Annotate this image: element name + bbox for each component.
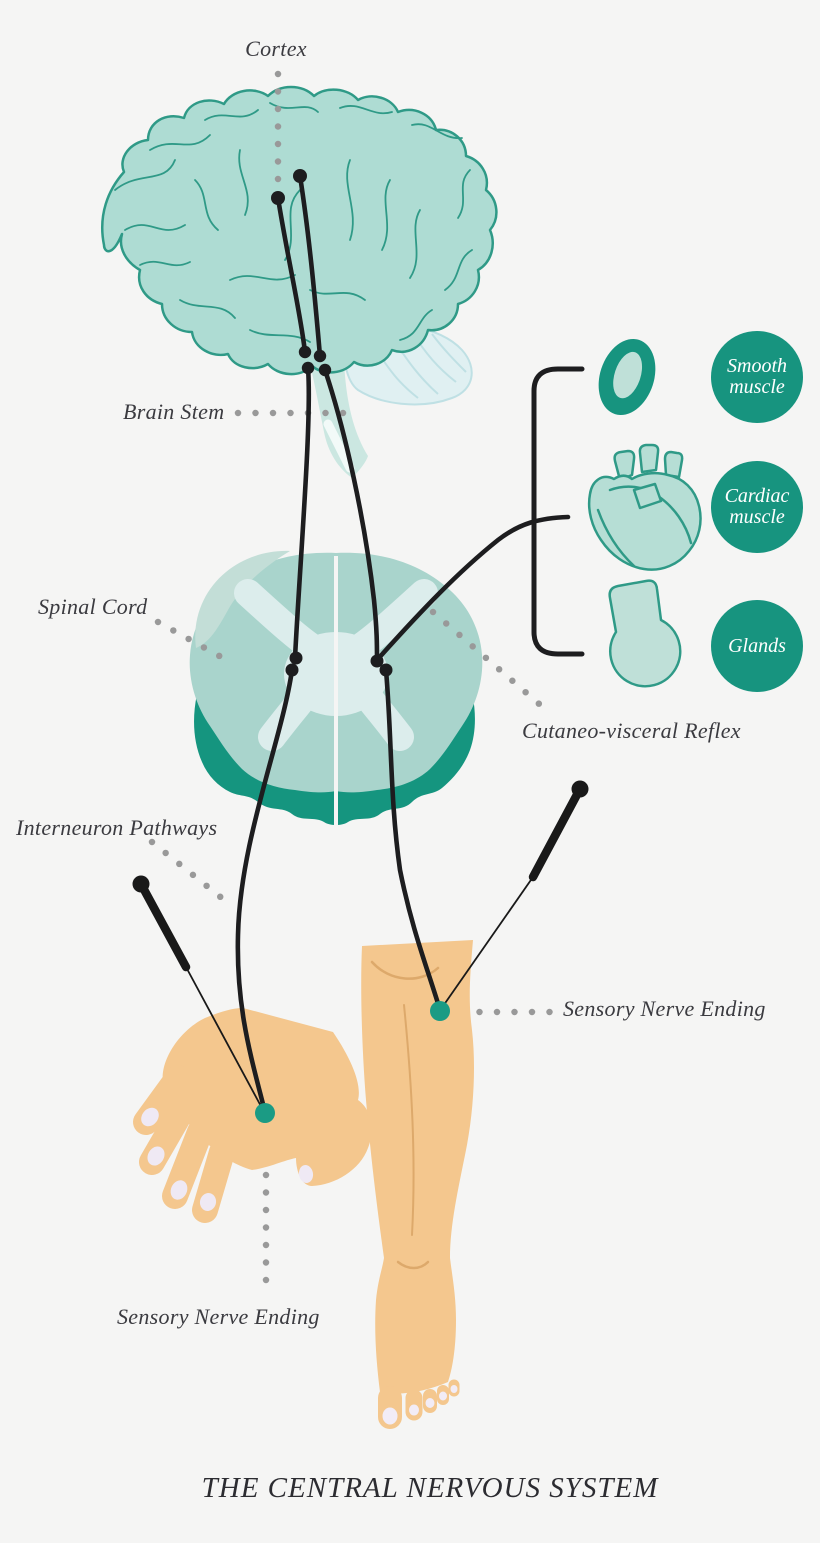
glands-badge: Glands <box>711 600 803 692</box>
nerve-ending-dot-hand <box>255 1103 275 1123</box>
brain-illustration <box>100 85 498 478</box>
interneuron-pathways-label: Interneuron Pathways <box>16 815 218 840</box>
diagram-title: THE CENTRAL NERVOUS SYSTEM <box>201 1472 659 1504</box>
organ-bracket <box>531 366 585 657</box>
cutaneo-visceral-reflex-label: Cutaneo-visceral Reflex <box>522 718 741 743</box>
spinal-cord-label: Spinal Cord <box>38 594 148 619</box>
cardiac-muscle-badge-line1: Cardiac <box>724 485 790 507</box>
acupuncture-needle-icon-left <box>132 875 264 1111</box>
synapse-dots <box>271 169 393 677</box>
smooth-muscle-badge-line2: muscle <box>729 376 785 398</box>
cardiac-muscle-badge-line2: muscle <box>729 506 785 528</box>
cardiac-muscle-icon <box>587 443 702 571</box>
interneuron-leader <box>148 838 227 903</box>
cortex-label: Cortex <box>245 36 307 61</box>
glands-badge-line1: Glands <box>728 634 786 657</box>
toenails <box>382 1385 458 1425</box>
sensory-nerve-ending-hand-label: Sensory Nerve Ending <box>117 1304 320 1329</box>
dotted-leader-lines <box>148 70 558 1296</box>
cardiac-muscle-badge: Cardiac muscle <box>711 461 803 553</box>
cutaneo-leader <box>429 608 549 713</box>
nerve-ending-dot-leg <box>430 1001 450 1021</box>
leg-illustration <box>361 940 474 1429</box>
acupuncture-needle-icon-right <box>440 780 589 1010</box>
gland-icon <box>608 579 682 688</box>
smooth-muscle-icon <box>598 338 656 416</box>
nerve-pathways <box>235 173 585 1115</box>
brain-stem-label: Brain Stem <box>123 399 225 424</box>
fingernails <box>141 1107 314 1211</box>
smooth-muscle-badge: Smooth muscle <box>711 331 803 423</box>
smooth-muscle-badge-line1: Smooth <box>727 355 787 377</box>
spinal-cord-leader <box>154 618 236 667</box>
sensory-nerve-ending-leg-label: Sensory Nerve Ending <box>563 996 766 1021</box>
hand-illustration <box>133 1008 372 1223</box>
